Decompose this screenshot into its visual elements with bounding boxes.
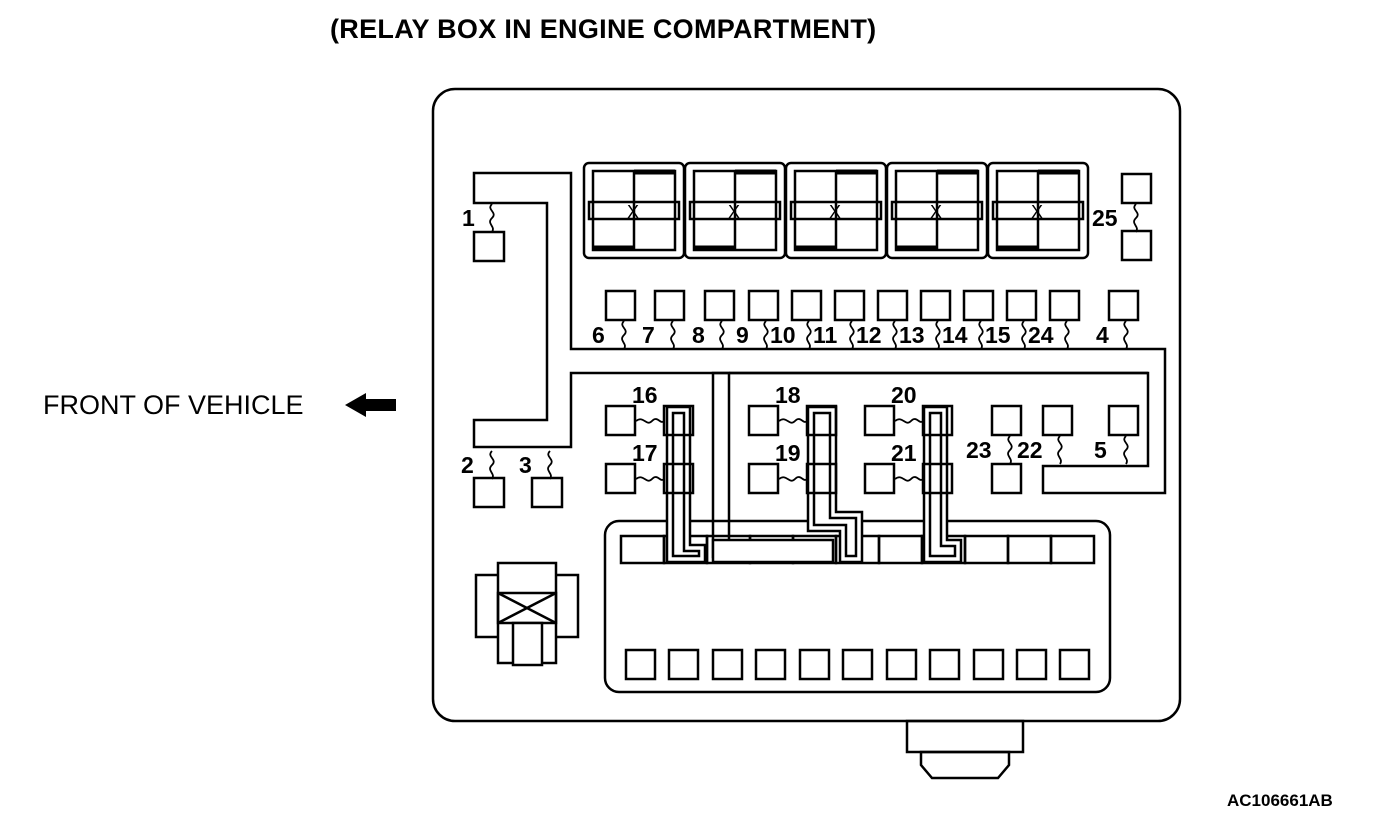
fuse-lead-16-17 — [665, 405, 707, 564]
fuse-label-18: 18 — [775, 382, 801, 408]
fuse-socket-24 — [1048, 289, 1081, 322]
fuse-label-12: 12 — [856, 322, 882, 348]
fuse-label-21: 21 — [891, 440, 917, 466]
fuse-label-3: 3 — [519, 452, 532, 478]
fuse-label-8: 8 — [692, 322, 705, 348]
fuse-socket-17 — [604, 462, 637, 495]
fuse-socket-6 — [604, 289, 637, 322]
busbar-center — [711, 371, 731, 559]
fuse-socket-17b — [662, 462, 695, 495]
fuse-socket-23a — [990, 404, 1023, 437]
relay-2-mark: X — [728, 202, 740, 222]
diode-connector — [474, 561, 580, 667]
fuse-socket-3 — [530, 476, 564, 509]
reference-code: AC106661AB — [1227, 791, 1333, 810]
fuse-label-13: 13 — [899, 322, 925, 348]
fuse-socket-19b — [805, 462, 838, 495]
fuse-socket-2 — [472, 476, 506, 509]
fuse-label-23: 23 — [966, 437, 992, 463]
fuse-label-4: 4 — [1096, 322, 1109, 348]
fuse-label-11: 11 — [813, 322, 838, 348]
fuse-socket-21 — [863, 462, 896, 495]
fuse-label-22: 22 — [1017, 437, 1043, 463]
fuse-socket-18b — [805, 404, 838, 437]
fuse-socket-20b — [921, 404, 954, 437]
fuse-label-14: 14 — [942, 322, 968, 348]
relay-5 — [986, 161, 1090, 260]
fuse-label-1: 1 — [462, 205, 475, 231]
relay-3-mark: X — [829, 202, 841, 222]
fuse-label-19: 19 — [775, 440, 801, 466]
relay-box-housing — [431, 87, 1182, 723]
fuse-socket-1 — [472, 230, 506, 263]
fuse-label-24: 24 — [1028, 322, 1054, 348]
fuse-socket-7 — [653, 289, 686, 322]
relay-5-mark: X — [1031, 202, 1043, 222]
fuse-socket-16 — [604, 404, 637, 437]
busbar-center-foot — [711, 538, 835, 564]
fuse-socket-16b — [662, 404, 695, 437]
front-of-vehicle-label: FRONT OF VEHICLE — [43, 390, 304, 420]
fuse-label-6: 6 — [592, 322, 605, 348]
fuse-socket-14 — [962, 289, 995, 322]
fuse-label-17: 17 — [632, 440, 658, 466]
leader-lines — [489, 203, 1139, 482]
fuse-socket-13 — [919, 289, 952, 322]
relay-4-mark: X — [930, 202, 942, 222]
fuse-label-5: 5 — [1094, 437, 1107, 463]
diagram-title: (RELAY BOX IN ENGINE COMPARTMENT) — [330, 14, 877, 44]
fuse-socket-12 — [876, 289, 909, 322]
fuse-socket-18 — [747, 404, 780, 437]
bottom-connector-tab — [905, 719, 1025, 780]
fuse-socket-23b — [990, 462, 1023, 495]
front-arrow-icon — [345, 393, 396, 417]
fuse-label-20: 20 — [891, 382, 917, 408]
fuse-label-16: 16 — [632, 382, 658, 408]
fuse-socket-19 — [747, 462, 780, 495]
fuse-socket-8 — [703, 289, 736, 322]
fuse-label-7: 7 — [642, 322, 655, 348]
fuse-socket-9 — [747, 289, 780, 322]
fuse-label-25: 25 — [1092, 205, 1118, 231]
fuse-socket-11 — [833, 289, 866, 322]
fuse-socket-5 — [1107, 404, 1140, 437]
relay-1-mark: X — [627, 202, 639, 222]
fuse-label-10: 10 — [770, 322, 796, 348]
fuse-socket-10 — [790, 289, 823, 322]
fuse-socket-15 — [1005, 289, 1038, 322]
fuse-socket-22 — [1041, 404, 1074, 437]
relay-1 — [582, 161, 686, 260]
fuse-label-15: 15 — [985, 322, 1011, 348]
fuse-label-9: 9 — [736, 322, 749, 348]
terminal-row-lower — [624, 648, 1091, 681]
fuse-socket-20 — [863, 404, 896, 437]
fuse-socket-21b — [921, 462, 954, 495]
fuse-socket-4 — [1107, 289, 1140, 322]
fuse-lead-20-21 — [922, 405, 963, 564]
fuse-socket-25a — [1120, 172, 1153, 205]
fuse-label-2: 2 — [461, 452, 474, 478]
fuse-socket-25b — [1120, 229, 1153, 262]
